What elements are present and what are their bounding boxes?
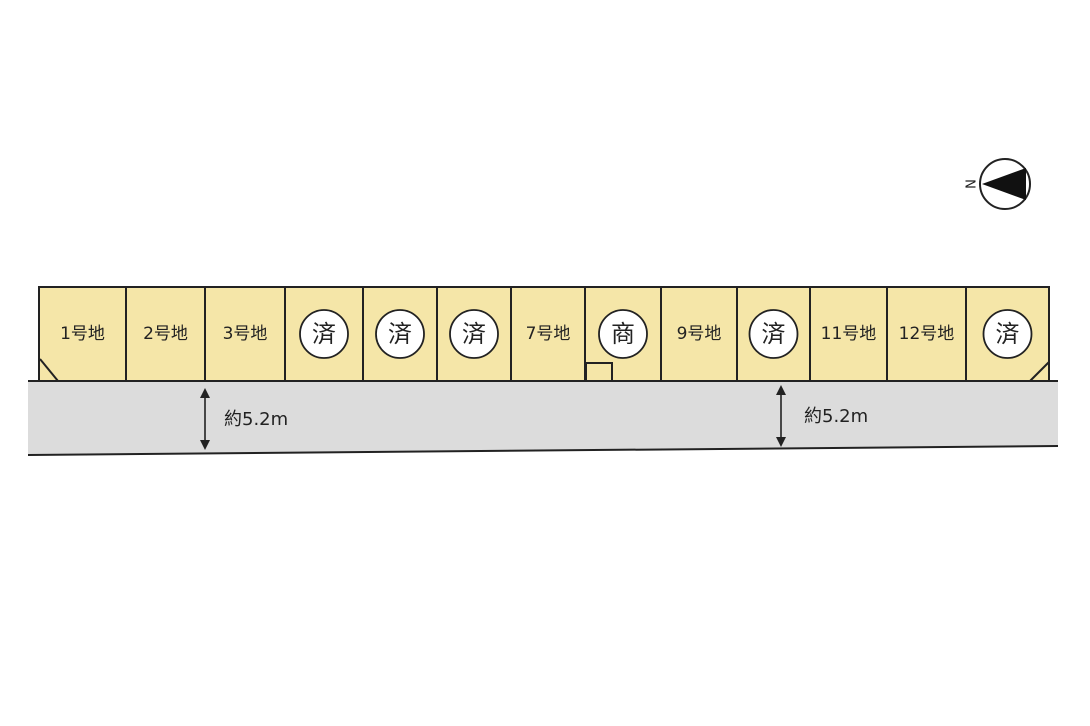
road-width-label: 約5.2m (224, 409, 288, 430)
lot-parcel (660, 286, 738, 382)
commercial-label: 商 (611, 320, 635, 348)
lot: 9号地 (660, 286, 738, 382)
sold-badge (299, 309, 349, 359)
road (27, 380, 1059, 456)
sold-label: 済 (462, 320, 486, 348)
lots: 1号地 2号地 3号地 済 済 済 7号地 商 9号地 済 11号地 12号地 済 (38, 286, 1050, 382)
road-width-label: 約5.2m (804, 406, 868, 427)
sold-label: 済 (312, 320, 336, 348)
lot-parcel (125, 286, 206, 382)
road-surface (28, 381, 1058, 455)
road-width-dimension-right: 約5.2m (776, 385, 868, 447)
arrowhead-down (776, 437, 786, 447)
lot-number-label: 9号地 (677, 324, 722, 344)
lot: 済 (965, 286, 1050, 382)
lot: 済 (284, 286, 364, 382)
lot-parcel (809, 286, 888, 382)
lot-number-label: 12号地 (899, 324, 955, 344)
compass-north-letter: N (962, 179, 977, 189)
small-structure (585, 362, 613, 382)
compass: N (962, 158, 1031, 210)
lot-number-label: 3号地 (223, 324, 268, 344)
corner-cut-left (39, 358, 59, 382)
road-width-dimension-left: 約5.2m (200, 388, 288, 450)
sold-label: 済 (762, 320, 786, 348)
lot: 済 (362, 286, 438, 382)
lot: 11号地 (809, 286, 888, 382)
sold-badge (748, 309, 799, 359)
lot: 7号地 (510, 286, 586, 382)
arrowhead-down (200, 440, 210, 450)
lot: 済 (736, 286, 811, 382)
sold-label: 済 (996, 320, 1020, 348)
lot: 済 (436, 286, 512, 382)
lot: 2号地 (125, 286, 206, 382)
lot-parcel (38, 286, 127, 382)
lot-number-label: 7号地 (526, 324, 571, 344)
corner-cut-right (1029, 361, 1050, 382)
lot-number-label: 1号地 (60, 324, 105, 344)
commercial-badge (598, 309, 648, 359)
lot-number-label: 11号地 (821, 324, 877, 344)
sold-label: 済 (388, 320, 412, 348)
arrowhead-up (200, 388, 210, 398)
arrowhead-up (776, 385, 786, 395)
lot-parcel (510, 286, 586, 382)
lot: 12号地 (886, 286, 967, 382)
sold-badge (375, 309, 425, 359)
lot: 1号地 (38, 286, 127, 382)
north-arrow-icon (982, 168, 1026, 200)
lot-number-label: 2号地 (143, 324, 188, 344)
road-bottom-edge (27, 445, 1059, 456)
lot: 3号地 (204, 286, 286, 382)
sold-badge (449, 309, 499, 359)
sold-badge (982, 309, 1033, 359)
lot-parcel (204, 286, 286, 382)
